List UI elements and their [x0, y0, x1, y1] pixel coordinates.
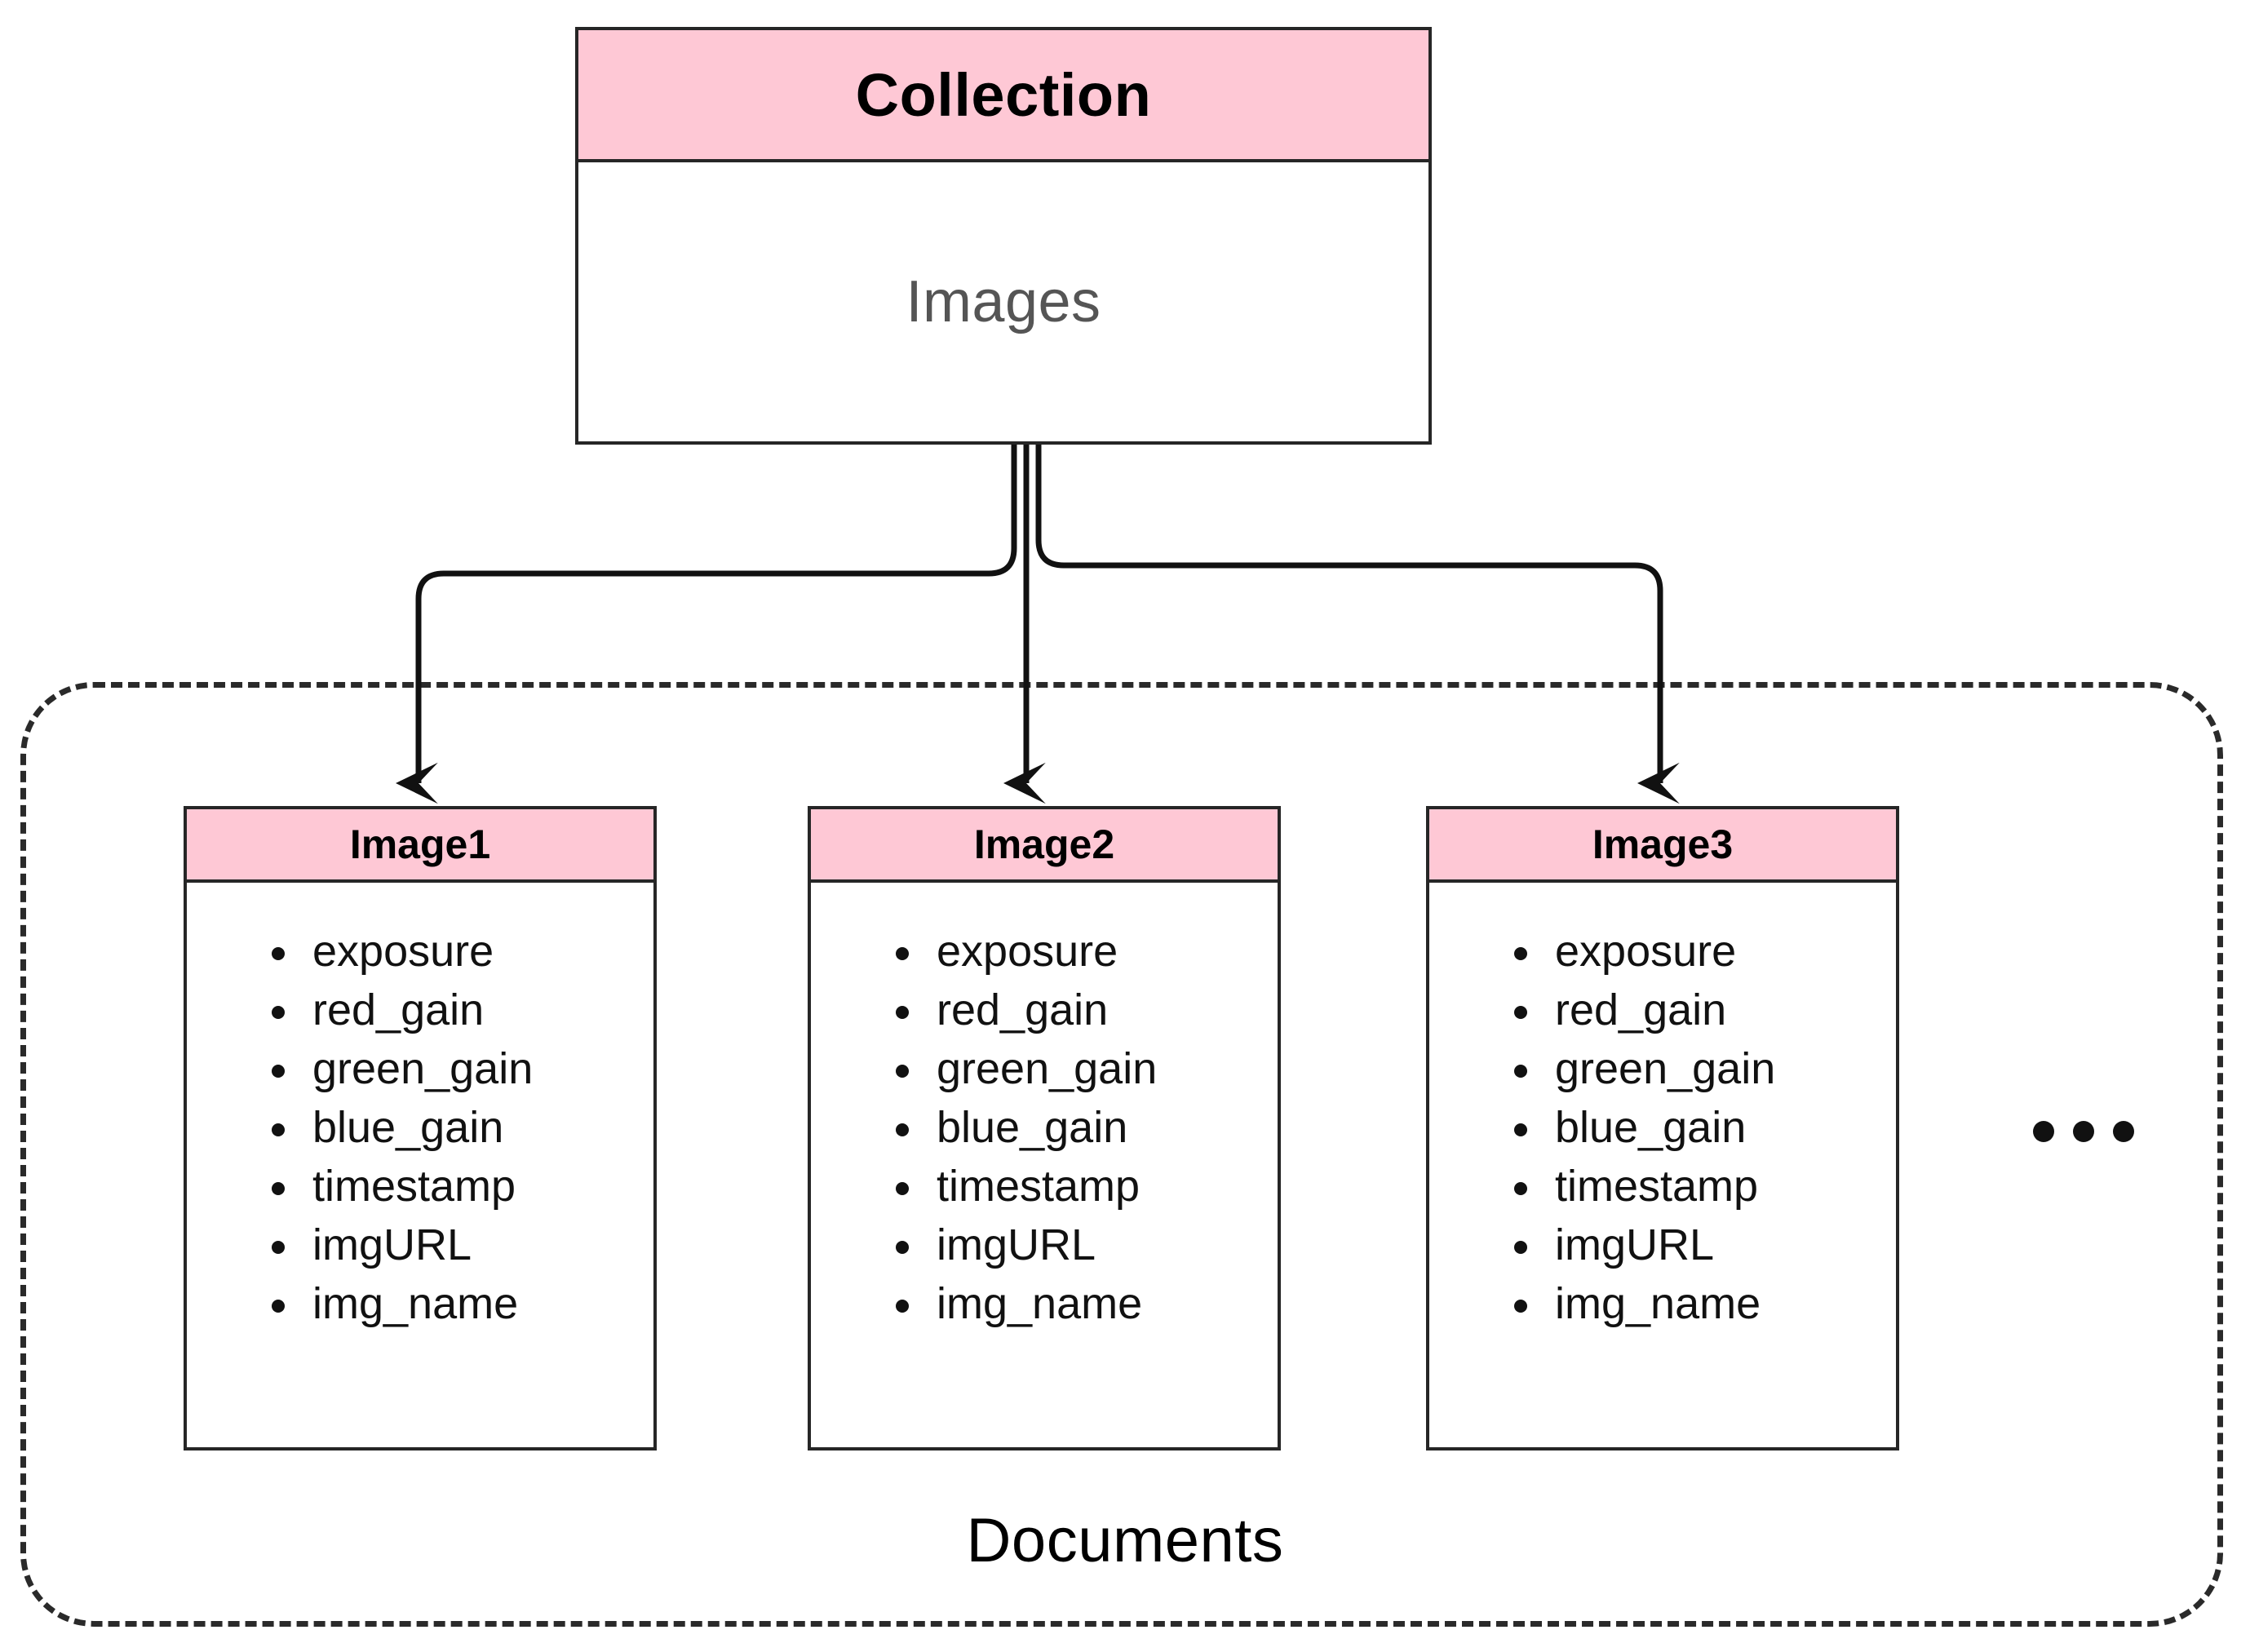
ellipsis-dot [2113, 1121, 2134, 1142]
field-item: green_gain [889, 1039, 1278, 1098]
documents-group-label: Documents [966, 1506, 1284, 1575]
field-item: green_gain [1508, 1039, 1896, 1098]
field-list: exposure red_gain green_gain blue_gain t… [187, 922, 653, 1333]
field-item: red_gain [265, 981, 653, 1039]
field-item: img_name [265, 1274, 653, 1333]
collection-header: Collection [578, 30, 1428, 162]
collection-name: Images [906, 269, 1101, 334]
document-card-image1[interactable]: Image1 exposure red_gain green_gain blue… [184, 806, 657, 1450]
document-card-image2[interactable]: Image2 exposure red_gain green_gain blue… [808, 806, 1281, 1450]
document-title-image2: Image2 [811, 809, 1278, 883]
field-item: exposure [265, 922, 653, 981]
field-item: red_gain [1508, 981, 1896, 1039]
field-item: timestamp [1508, 1157, 1896, 1216]
document-title-image1: Image1 [187, 809, 653, 883]
field-item: imgURL [265, 1216, 653, 1274]
field-item: blue_gain [889, 1098, 1278, 1157]
field-item: timestamp [265, 1157, 653, 1216]
field-item: imgURL [1508, 1216, 1896, 1274]
document-fields-image3: exposure red_gain green_gain blue_gain t… [1429, 883, 1896, 1447]
collection-box[interactable]: Collection Images [575, 27, 1432, 445]
field-item: blue_gain [1508, 1098, 1896, 1157]
field-item: green_gain [265, 1039, 653, 1098]
more-documents-ellipsis-icon [2033, 1121, 2134, 1142]
field-item: imgURL [889, 1216, 1278, 1274]
ellipsis-dot [2073, 1121, 2094, 1142]
field-item: red_gain [889, 981, 1278, 1039]
document-title-image3: Image3 [1429, 809, 1896, 883]
field-list: exposure red_gain green_gain blue_gain t… [1429, 922, 1896, 1333]
field-item: img_name [1508, 1274, 1896, 1333]
field-item: exposure [1508, 922, 1896, 981]
ellipsis-dot [2033, 1121, 2054, 1142]
document-fields-image2: exposure red_gain green_gain blue_gain t… [811, 883, 1278, 1447]
field-item: exposure [889, 922, 1278, 981]
document-fields-image1: exposure red_gain green_gain blue_gain t… [187, 883, 653, 1447]
field-item: timestamp [889, 1157, 1278, 1216]
field-item: blue_gain [265, 1098, 653, 1157]
field-item: img_name [889, 1274, 1278, 1333]
document-card-image3[interactable]: Image3 exposure red_gain green_gain blue… [1426, 806, 1899, 1450]
field-list: exposure red_gain green_gain blue_gain t… [811, 922, 1278, 1333]
collection-body: Images [578, 162, 1428, 441]
